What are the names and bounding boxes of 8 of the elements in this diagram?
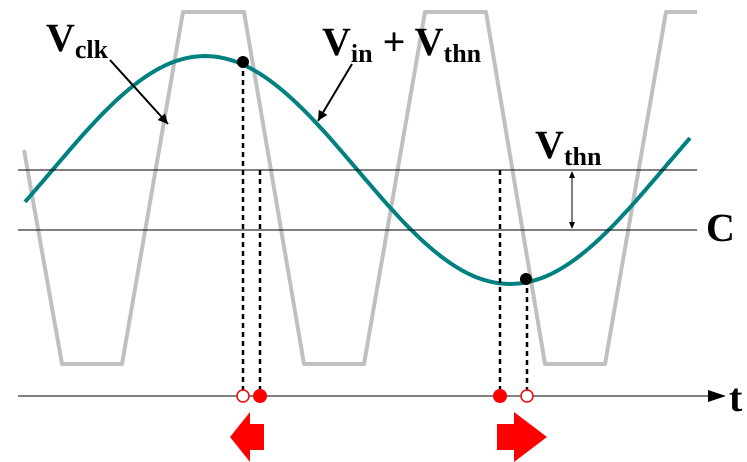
signal-label: V$_{thn}$ — [535, 125, 602, 165]
signal-label: V$_{clk}$ — [46, 15, 108, 60]
signal-label: V$_{in}$ + V$_{thn}$ — [322, 19, 482, 64]
axis-label: C — [706, 208, 735, 248]
leader-line — [317, 63, 353, 122]
clock-waveform — [22, 10, 697, 366]
axis-label: t — [729, 378, 742, 418]
leader-line — [109, 59, 169, 125]
